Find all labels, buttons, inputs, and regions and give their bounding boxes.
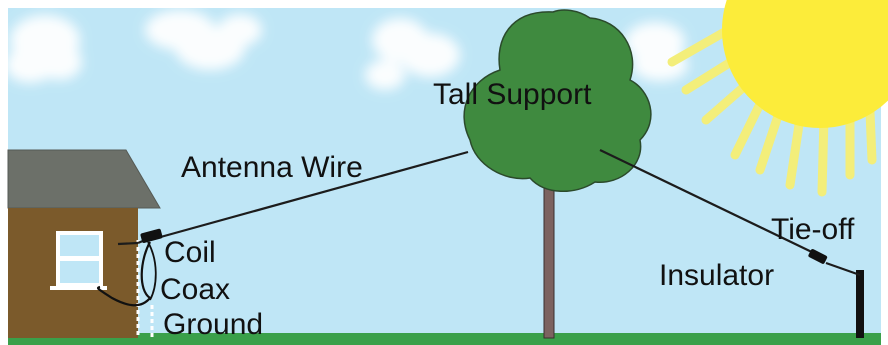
tall-support-label: Tall Support <box>433 78 592 111</box>
coax <box>96 241 152 307</box>
coax-label: Coax <box>160 273 231 306</box>
cloud-1 <box>5 15 82 83</box>
grass <box>8 333 881 345</box>
tree-foliage <box>463 9 652 193</box>
house-window <box>50 231 107 290</box>
ground-lead <box>136 240 154 338</box>
house-roof <box>7 149 161 209</box>
coil <box>140 228 163 243</box>
sun-rays <box>667 25 877 197</box>
antenna-wire-label: Antenna Wire <box>181 151 363 184</box>
cloud-3 <box>365 18 460 90</box>
cloud-2 <box>145 10 262 70</box>
sun <box>722 0 888 128</box>
antenna-wire <box>117 149 861 277</box>
clouds <box>5 10 688 90</box>
insulator-label: Insulator <box>659 259 775 292</box>
ground-wire <box>147 241 157 301</box>
tie-off-label: Tie-off <box>771 213 855 246</box>
tie-off-post <box>856 270 864 338</box>
coil-label: Coil <box>164 236 216 269</box>
tree-trunk <box>543 174 555 339</box>
insulator <box>808 249 828 264</box>
house <box>7 149 161 338</box>
tree <box>463 9 652 339</box>
ground-label: Ground <box>163 308 264 341</box>
